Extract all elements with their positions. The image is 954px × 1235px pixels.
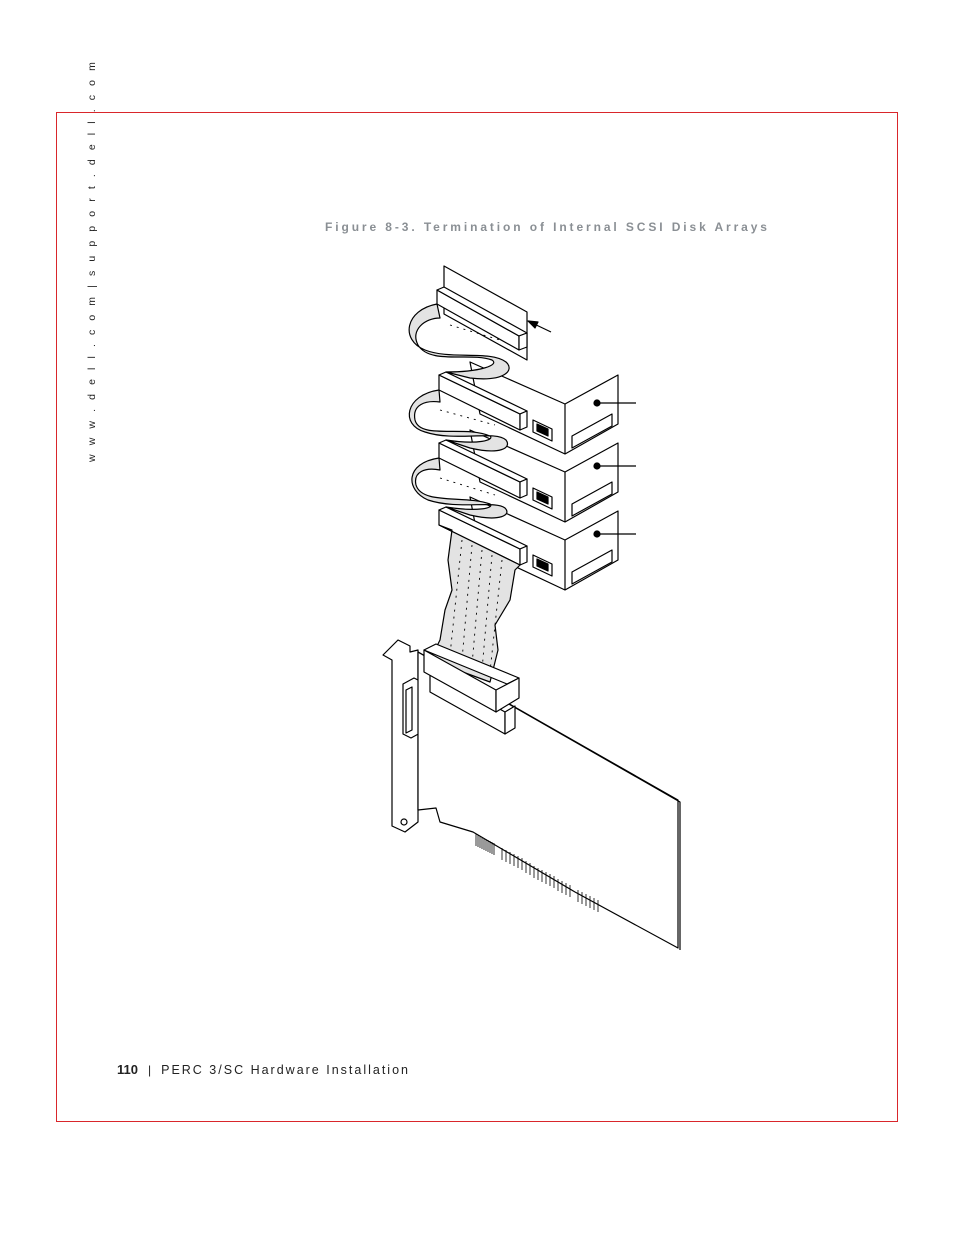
page-footer: 110 | PERC 3/SC Hardware Installation (117, 1062, 410, 1077)
terminator (436, 265, 528, 361)
figure-caption: Figure 8-3. Termination of Internal SCSI… (325, 220, 770, 234)
section-title: PERC 3/SC Hardware Installation (161, 1063, 410, 1077)
drive-connector-1 (438, 371, 528, 431)
cable-stripes (439, 324, 503, 673)
ribbon-cable (408, 303, 521, 683)
hard-drive-1 (469, 361, 636, 455)
terminator-callout (527, 320, 552, 333)
controller-card (382, 639, 681, 950)
hard-drive-3 (469, 496, 636, 591)
drive-connector-2 (438, 439, 528, 499)
hard-drive-2 (469, 429, 636, 523)
page-frame (56, 112, 898, 1122)
page-number: 110 (117, 1062, 138, 1077)
footer-separator: | (147, 1063, 152, 1077)
edge-connector (475, 834, 599, 912)
